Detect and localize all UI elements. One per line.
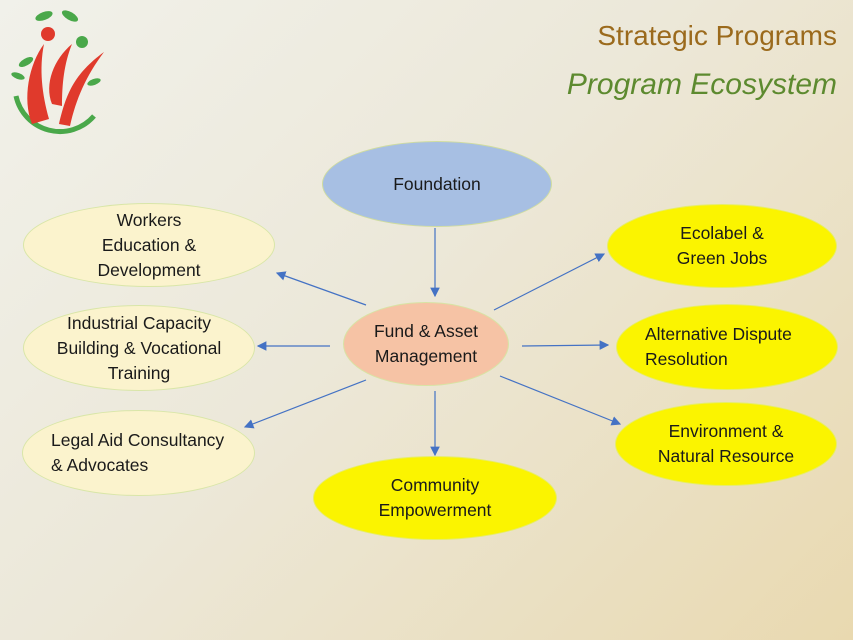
- node-ecolabel-green-jobs: Ecolabel & Green Jobs: [607, 204, 837, 288]
- node-workers-education: Workers Education & Development: [23, 203, 275, 287]
- node-fund-asset-management: Fund & Asset Management: [343, 302, 509, 386]
- node-environment-natural-resource: Environment & Natural Resource: [615, 402, 837, 486]
- arrow-to-legal-aid: [243, 379, 367, 429]
- node-industrial-capacity: Industrial Capacity Building & Vocationa…: [23, 305, 255, 391]
- arrow-to-workers: [275, 271, 367, 306]
- node-foundation: Foundation: [322, 141, 552, 227]
- page-subtitle: Program Ecosystem: [566, 68, 837, 101]
- arrow-to-adr: [521, 340, 610, 350]
- node-legal-aid: Legal Aid Consultancy & Advocates: [22, 410, 255, 496]
- node-alternative-dispute-resolution: Alternative Dispute Resolution: [616, 304, 838, 390]
- page-title: Strategic Programs: [597, 20, 837, 51]
- arrow-to-ecolabel: [493, 253, 606, 311]
- arrow-to-environment: [499, 375, 622, 426]
- organization-logo: [11, 10, 104, 135]
- node-community-empowerment: Community Empowerment: [313, 456, 557, 540]
